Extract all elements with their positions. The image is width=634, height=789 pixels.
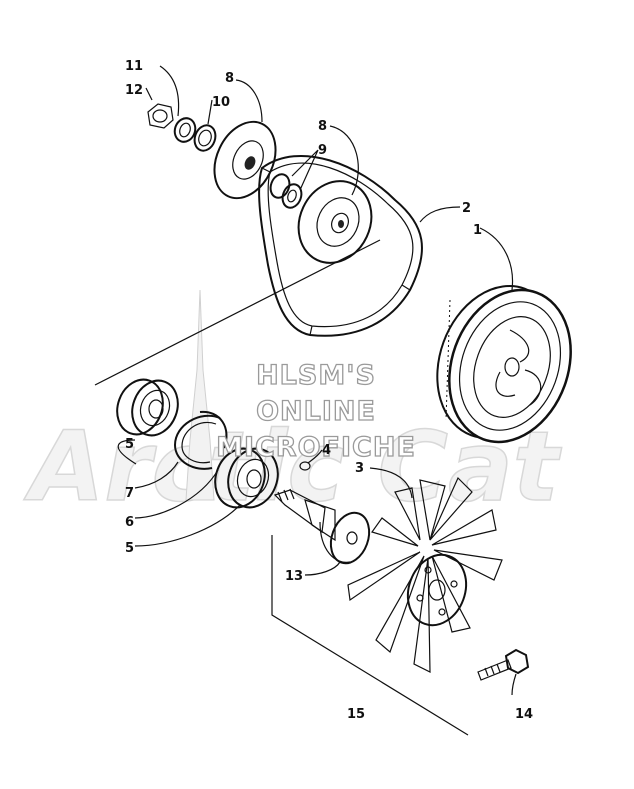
drive-pulley-inner-half — [297, 180, 373, 264]
callout-10: 10 — [212, 95, 230, 110]
watermark-line-2: ONLINE — [256, 396, 376, 427]
callout-3: 3 — [355, 461, 364, 476]
callout-12: 12 — [125, 83, 143, 98]
callout-15: 15 — [347, 707, 365, 722]
callout-11: 11 — [125, 59, 143, 74]
watermark-tower-icon — [185, 289, 215, 501]
assembly-bracket-line — [271, 535, 469, 736]
spacer-part — [269, 173, 303, 209]
callout-13: 13 — [285, 569, 303, 584]
callout-labels: 11 12 8 10 8 9 2 1 4 3 5 7 6 5 13 15 14 — [125, 59, 533, 722]
assembly-guide-line — [94, 239, 381, 386]
woodruff-key-part — [299, 461, 311, 471]
callout-5-upper: 5 — [125, 437, 134, 452]
lock-washer-part — [173, 117, 197, 143]
callout-8-top: 8 — [225, 71, 234, 86]
callout-7: 7 — [125, 486, 134, 501]
fan-pulley-part — [436, 285, 572, 444]
drive-belt-part — [258, 154, 423, 337]
callout-9: 9 — [318, 143, 327, 158]
watermark-line-1: HLSM'S — [256, 360, 376, 391]
callout-6: 6 — [125, 515, 134, 530]
callout-5-lower: 5 — [125, 541, 134, 556]
callout-14: 14 — [515, 707, 533, 722]
fan-shaft-part — [273, 488, 371, 565]
callout-1: 1 — [473, 223, 482, 238]
bearing-part-upper — [116, 378, 179, 437]
flat-washer-part — [193, 124, 217, 152]
retaining-ring-part — [199, 410, 228, 449]
bolt-part — [477, 648, 530, 681]
cooling-fan-part — [347, 476, 503, 673]
callout-2: 2 — [462, 201, 471, 216]
callout-8-second: 8 — [318, 119, 327, 134]
watermark-line-3: MICROFICHE — [216, 432, 416, 463]
leader-lines — [117, 65, 517, 696]
callout-4: 4 — [322, 443, 331, 458]
snap-ring-part — [173, 414, 221, 470]
nut-part — [147, 103, 174, 129]
watermark: HLSM'S ONLINE MICROFICHE — [215, 359, 416, 463]
